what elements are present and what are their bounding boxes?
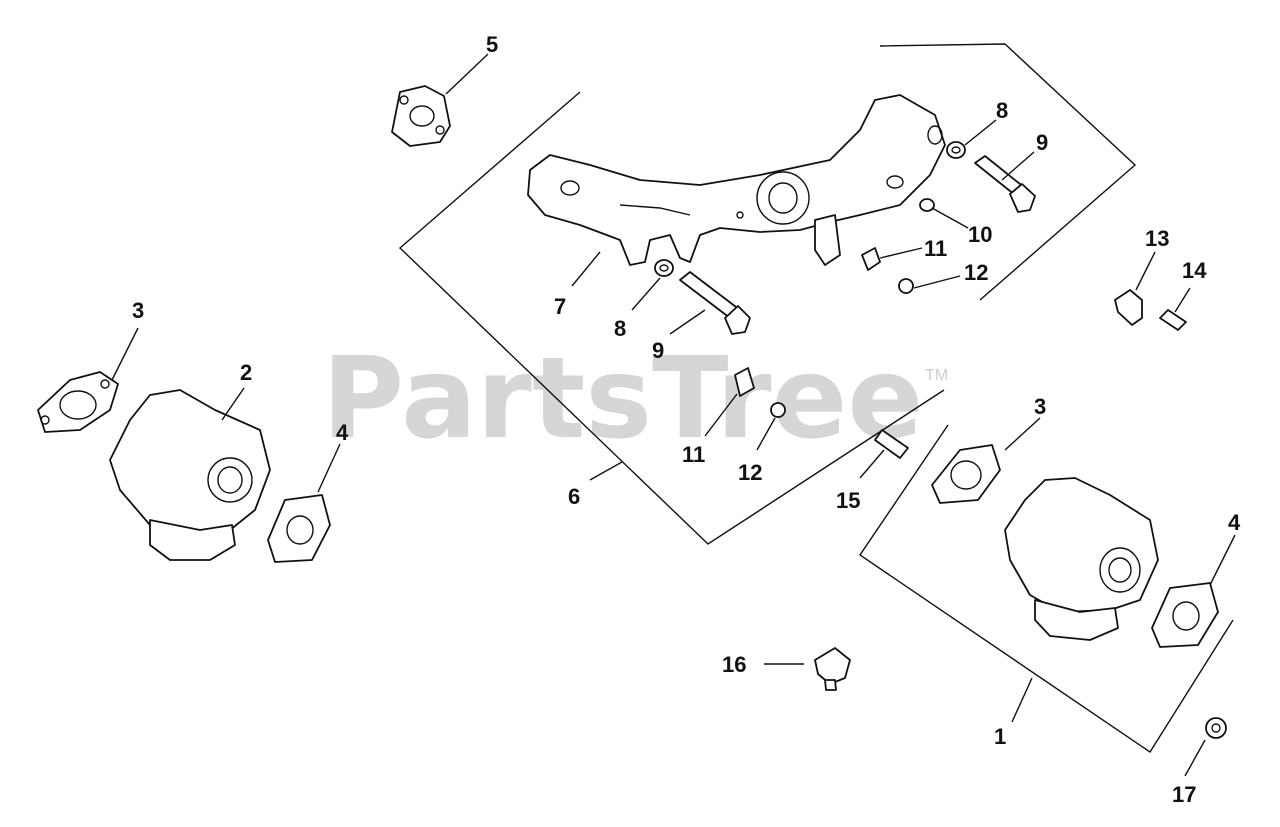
- callout-2[interactable]: 2: [240, 360, 252, 385]
- watermark-trademark: TM: [925, 367, 948, 384]
- callout-12-lower[interactable]: 12: [738, 460, 762, 485]
- callout-8-lower[interactable]: 8: [614, 316, 626, 341]
- kit-frame-6: [398, 43, 1137, 545]
- callout-11-upper[interactable]: 11: [924, 236, 947, 261]
- callout-3-right[interactable]: 3: [1034, 394, 1046, 419]
- callout-9-upper[interactable]: 9: [1036, 130, 1048, 155]
- screw-part-12-upper[interactable]: [898, 278, 914, 294]
- fitting-part-16[interactable]: [814, 647, 851, 691]
- callout-8-upper[interactable]: 8: [996, 98, 1008, 123]
- callout-6[interactable]: 6: [568, 484, 580, 509]
- bracket-part-13[interactable]: [1114, 289, 1143, 326]
- callout-15[interactable]: 15: [836, 488, 860, 513]
- gasket-part-4-left[interactable]: [267, 494, 331, 563]
- callout-4-right[interactable]: 4: [1228, 510, 1241, 535]
- callout-10[interactable]: 10: [968, 222, 992, 247]
- callout-16[interactable]: 16: [722, 652, 746, 677]
- leader-lines: [111, 53, 1236, 777]
- callout-7[interactable]: 7: [554, 294, 566, 319]
- callout-11-lower[interactable]: 11: [682, 442, 705, 467]
- callout-17[interactable]: 17: [1172, 782, 1196, 807]
- bolt-part-9-lower[interactable]: [679, 271, 751, 335]
- carburetor-part-2[interactable]: [109, 389, 271, 561]
- washer-part-8-upper[interactable]: [946, 141, 966, 159]
- callout-9-lower[interactable]: 9: [652, 338, 664, 363]
- callout-13[interactable]: 13: [1145, 226, 1169, 251]
- screw-part-14[interactable]: [1159, 309, 1187, 331]
- gasket-part-5[interactable]: [391, 85, 451, 147]
- callout-3-left[interactable]: 3: [132, 298, 144, 323]
- plug-part-10[interactable]: [919, 198, 935, 212]
- bolt-part-9-upper[interactable]: [974, 155, 1036, 213]
- callout-12-upper[interactable]: 12: [964, 260, 988, 285]
- stud-part-15[interactable]: [874, 429, 909, 459]
- carburetor-part-1[interactable]: [1004, 477, 1159, 641]
- gasket-part-3-left[interactable]: [37, 371, 119, 433]
- washer-part-8-lower[interactable]: [654, 259, 674, 277]
- gasket-part-3-right[interactable]: [931, 444, 1001, 504]
- gasket-part-4-right[interactable]: [1151, 582, 1219, 648]
- intake-manifold-part-7[interactable]: [527, 94, 946, 266]
- clip-part-11-lower[interactable]: [734, 367, 755, 397]
- callout-4-left[interactable]: 4: [336, 420, 349, 445]
- callout-14[interactable]: 14: [1182, 258, 1207, 283]
- callout-5[interactable]: 5: [486, 32, 498, 57]
- callout-labels: 5 8 9 10 11 12 13 14 7 8 9 3 2 4 11 12 3…: [132, 32, 1241, 807]
- clip-part-11-upper[interactable]: [861, 247, 881, 271]
- screw-part-12-lower[interactable]: [770, 402, 786, 418]
- watermark-text: PartsTree: [322, 334, 923, 464]
- nut-part-17[interactable]: [1205, 717, 1227, 739]
- callout-1[interactable]: 1: [994, 724, 1006, 749]
- kit-frame-1: [859, 424, 1234, 753]
